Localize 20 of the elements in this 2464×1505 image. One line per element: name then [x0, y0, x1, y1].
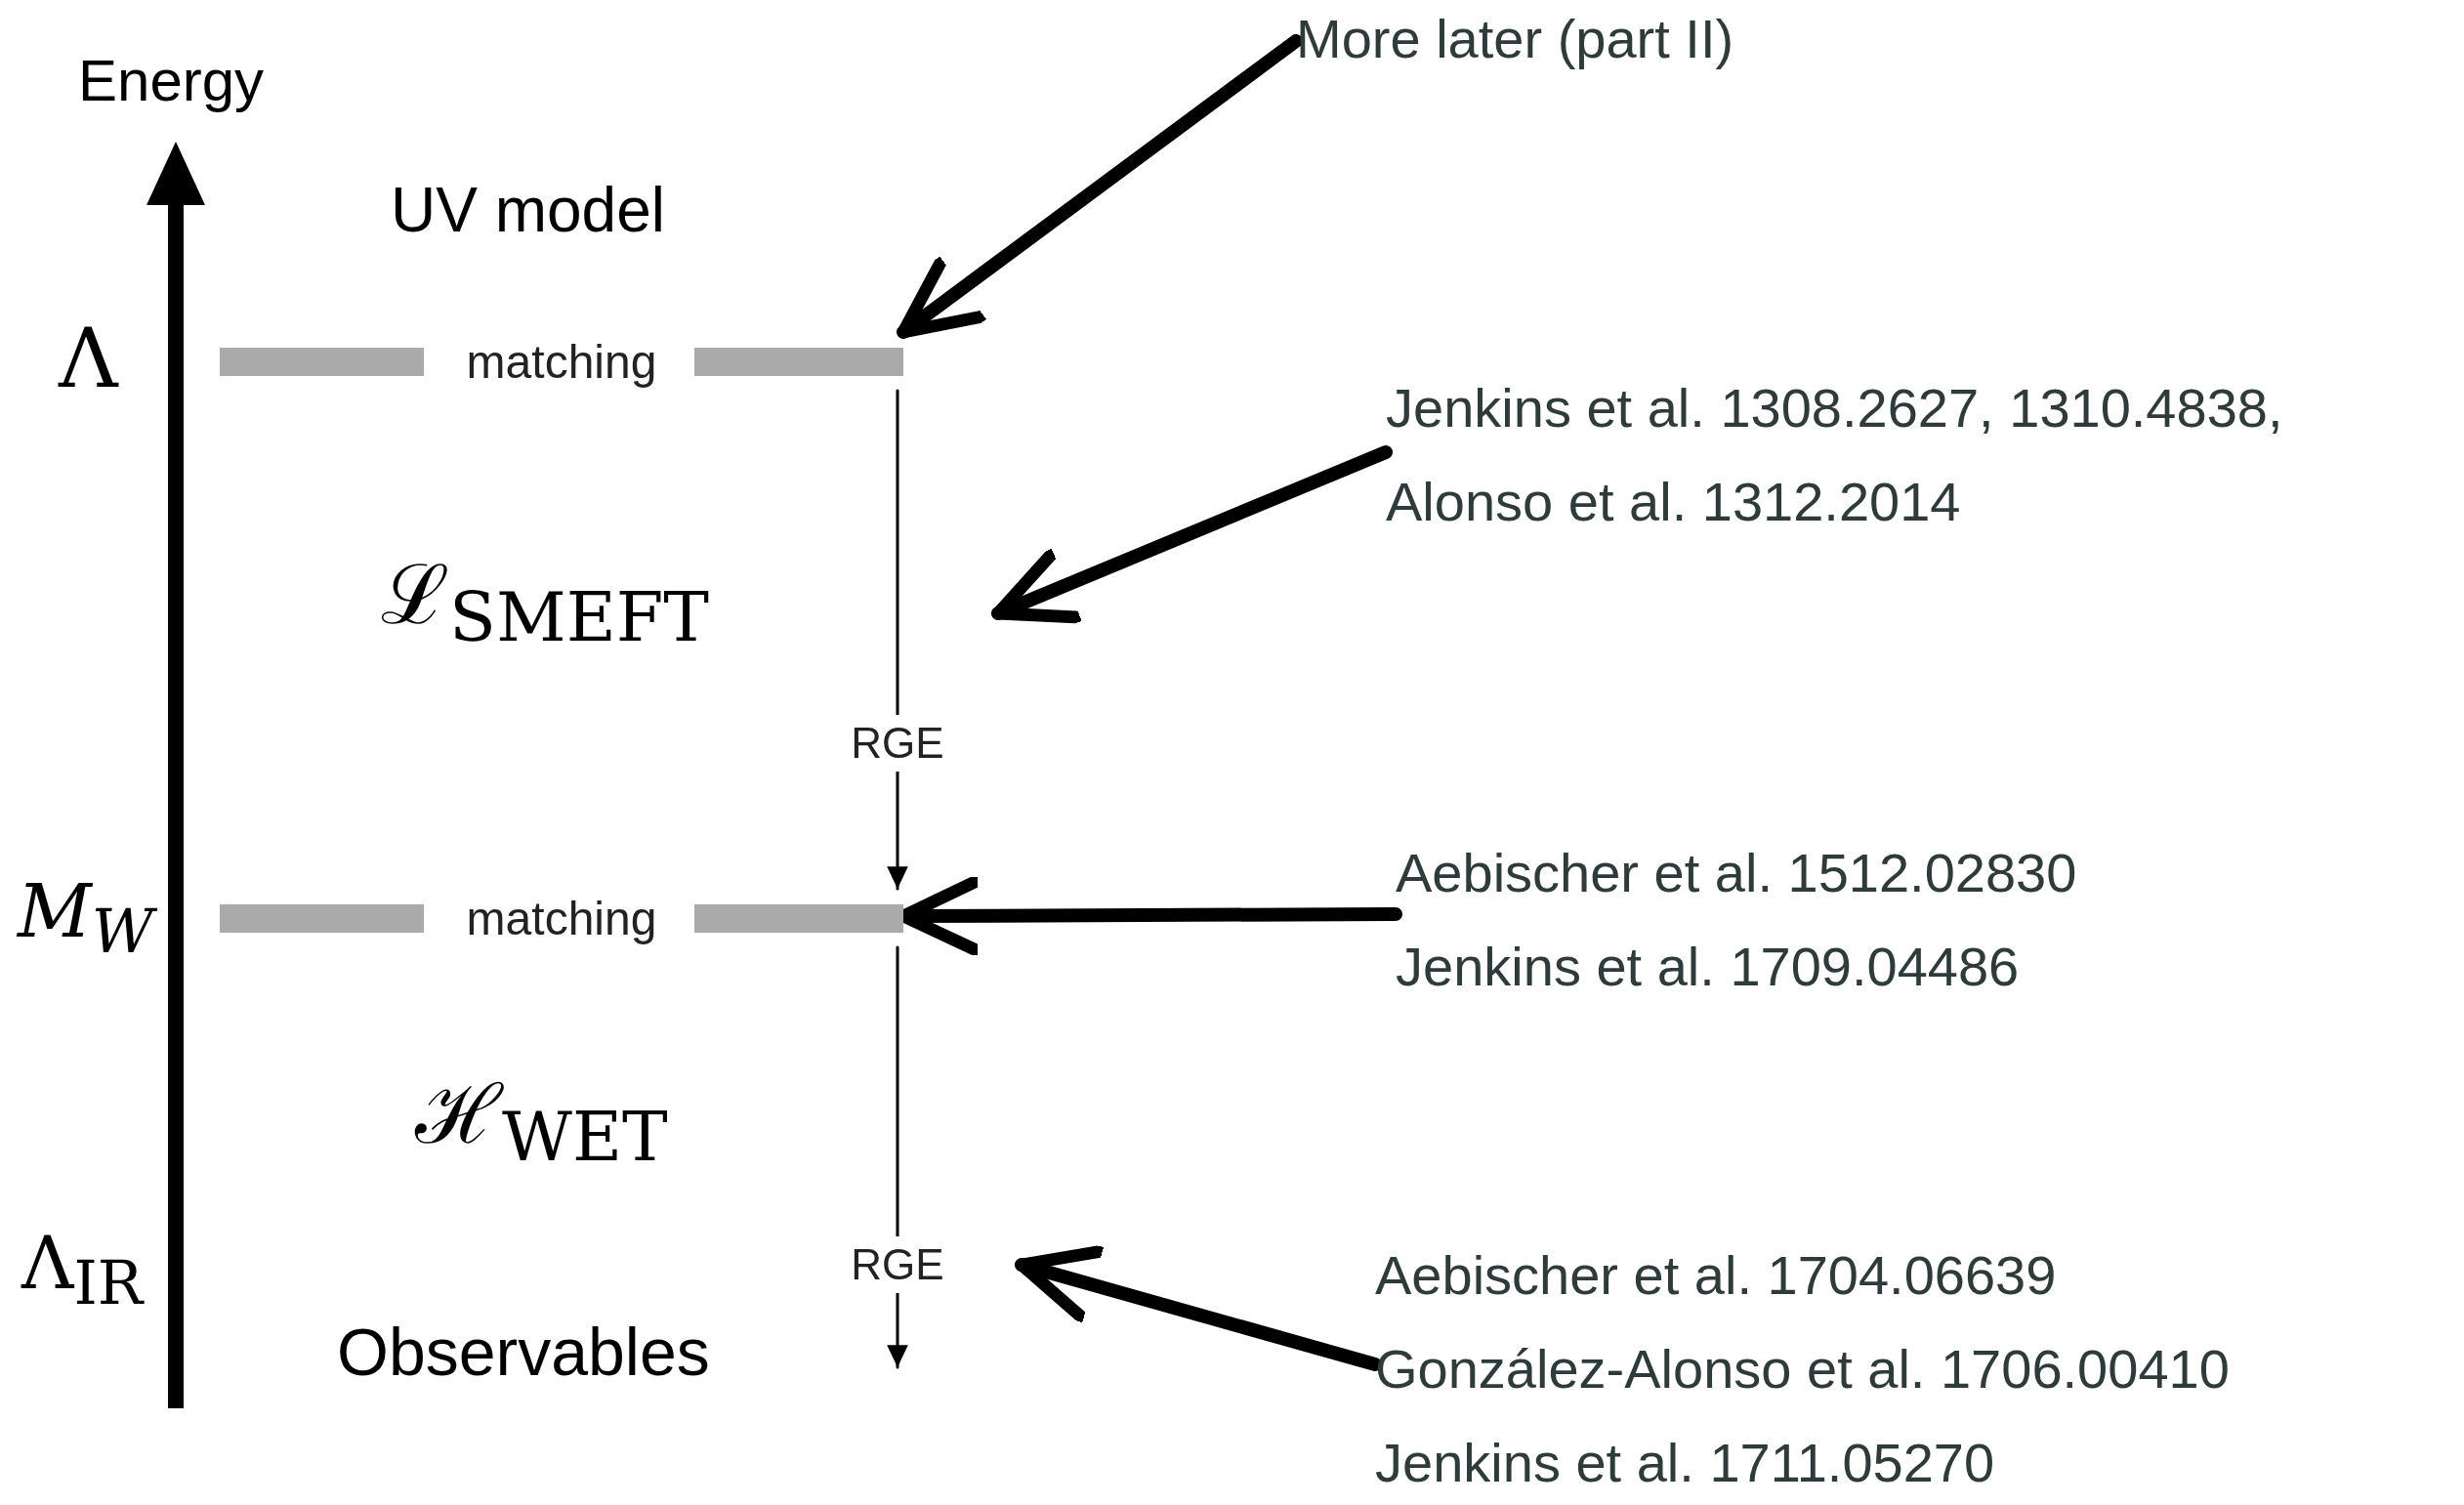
reference-text: Jenkins et al. 1308.2627, 1310.4838, Alonso et al. 1312.2014 — [1386, 376, 2284, 534]
arrow — [887, 389, 908, 891]
scale-label: Λ$_{IR}$ — [21, 1221, 144, 1318]
reference-text: Aebischer et al. 1512.02830 — [1396, 841, 2078, 905]
level-label: UV model — [391, 174, 665, 246]
scale-label: Λ — [59, 311, 118, 406]
lagrangian-label: ℒ$_{SMEFT}$ — [381, 535, 709, 657]
reference-text: Jenkins et al. 1711.05270 — [1375, 1431, 1996, 1495]
arrow — [1015, 1244, 1382, 1371]
level-label: Observables — [337, 1314, 710, 1390]
arrow — [991, 445, 1393, 624]
band-label: matching — [466, 891, 657, 945]
hamiltonian-label: ℋ$_{WET}$ — [415, 1055, 668, 1177]
reference-text: González-Alonso et al. 1706.00410 — [1375, 1337, 2231, 1401]
reference-text: Jenkins et al. 1709.04486 — [1396, 935, 2021, 999]
band-label: matching — [466, 334, 657, 389]
axis-label: Energy — [78, 47, 265, 114]
arrow — [897, 34, 1303, 339]
reference-text: Aebischer et al. 1704.06639 — [1375, 1243, 2058, 1308]
reference-text: More later (part II) — [1296, 7, 1735, 71]
